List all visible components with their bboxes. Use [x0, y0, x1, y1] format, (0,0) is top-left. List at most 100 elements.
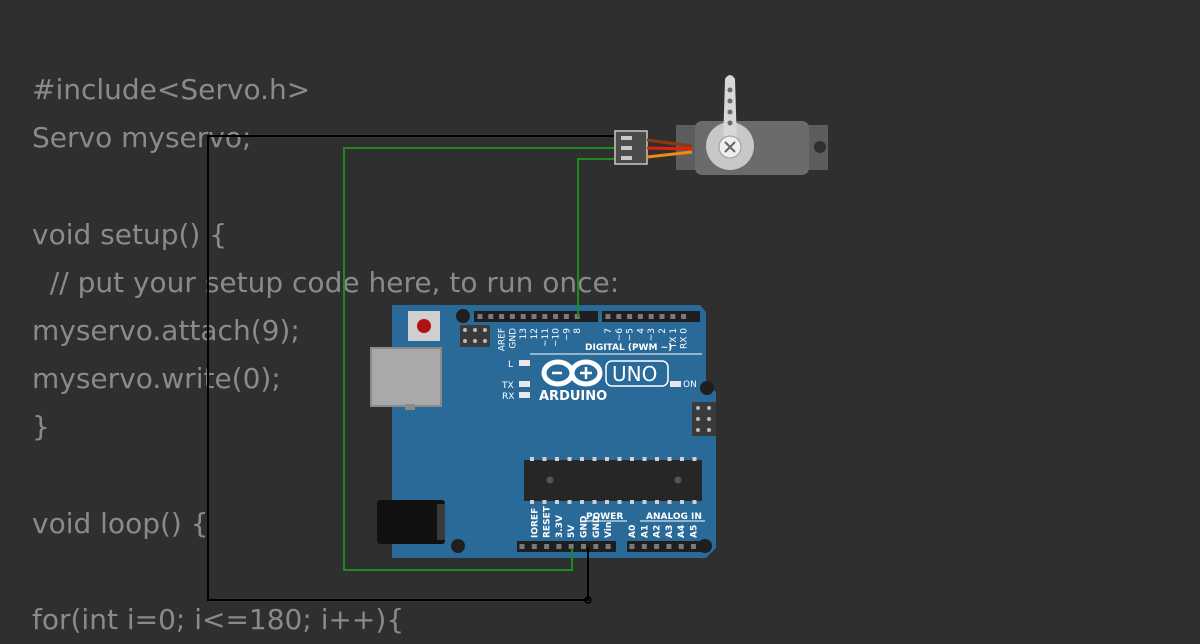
code-line[interactable]: myservo.write(0);	[32, 362, 281, 396]
led-l-label: L	[508, 360, 513, 370]
code-line[interactable]: #include<Servo.h>	[32, 73, 311, 106]
led-tx	[519, 381, 530, 387]
servo-motor[interactable]	[614, 75, 828, 175]
led-rx	[519, 392, 530, 398]
code-line[interactable]: Servo myservo;	[32, 121, 252, 155]
led-rx-label: RX	[502, 392, 514, 402]
header-pin[interactable]	[531, 314, 537, 319]
header-pin[interactable]	[556, 544, 562, 549]
digital-label: DIGITAL (PWM ~)	[585, 343, 672, 353]
digital-pin-label: ~3	[647, 328, 657, 341]
header-pin[interactable]	[648, 314, 654, 319]
analog-pin-label: A0	[628, 525, 638, 538]
digital-pin-label: RX 0	[680, 328, 690, 349]
led-l	[519, 360, 530, 366]
header-pin[interactable]	[681, 314, 687, 319]
header-pin[interactable]	[629, 544, 635, 549]
servo-shaft-screw-icon	[724, 141, 736, 153]
header-pin[interactable]	[531, 544, 537, 549]
icsp-header	[460, 325, 490, 347]
digital-pin-label: 2	[658, 328, 668, 334]
power-jack	[377, 500, 445, 544]
servo-lead-orange	[646, 150, 693, 159]
header-pin[interactable]	[477, 314, 483, 319]
header-pin[interactable]	[641, 544, 647, 549]
code-line[interactable]: // put your setup code here, to run once…	[32, 265, 620, 299]
header-pin[interactable]	[509, 314, 515, 319]
code-line[interactable]: }	[32, 410, 50, 444]
power-wire[interactable]	[343, 147, 616, 571]
analog-pin-label: A5	[690, 525, 700, 538]
header-pin[interactable]	[544, 544, 550, 549]
header-pin[interactable]	[553, 314, 559, 319]
digital-pin-label: 4	[636, 328, 646, 334]
header-pin[interactable]	[605, 544, 611, 549]
code-line[interactable]: void loop() {	[32, 506, 209, 540]
header-pin[interactable]	[488, 314, 494, 319]
header-pin[interactable]	[519, 544, 525, 549]
digital-header[interactable]	[474, 311, 700, 322]
servo-lead-red	[646, 146, 693, 151]
usb-connector	[370, 347, 442, 407]
ground-wire[interactable]	[207, 135, 616, 601]
digital-pin-label: AREF	[498, 328, 508, 351]
arduino-logo	[541, 359, 603, 387]
code-line[interactable]: myservo.attach(9);	[32, 313, 300, 347]
analog-pin-label: A4	[677, 525, 687, 538]
header-pin[interactable]	[637, 314, 643, 319]
code-line[interactable]: void setup() {	[32, 217, 228, 251]
header-pin[interactable]	[499, 314, 505, 319]
header-pin[interactable]	[670, 314, 676, 319]
servo-connector-pin	[621, 146, 632, 150]
reset-button-cap[interactable]	[417, 319, 431, 333]
digital-pin-label: ~11	[541, 328, 551, 347]
led-on	[670, 381, 681, 387]
digital-pin-label: 13	[519, 328, 529, 339]
analog-pin-label: A3	[665, 525, 675, 538]
mounting-hole	[456, 309, 470, 323]
digital-pin-label: 7	[604, 328, 614, 334]
digital-pin-label: ~10	[552, 328, 562, 347]
bottom-header[interactable]	[517, 541, 701, 552]
header-pin[interactable]	[666, 544, 672, 549]
on-label: ON	[683, 380, 697, 390]
header-pin[interactable]	[605, 314, 611, 319]
header-pin[interactable]	[542, 314, 548, 319]
header-pin[interactable]	[659, 314, 665, 319]
brand-name: ARDUINO	[539, 389, 607, 404]
icsp-header-right	[692, 402, 716, 436]
header-pin[interactable]	[616, 314, 622, 319]
header-pin[interactable]	[568, 544, 574, 549]
header-pin[interactable]	[593, 544, 599, 549]
power-pin-label: GND	[592, 516, 602, 538]
header-pin[interactable]	[691, 544, 696, 549]
header-pin[interactable]	[520, 314, 526, 319]
ground-wire-joint	[584, 596, 592, 604]
power-header-block	[517, 541, 616, 552]
header-pin[interactable]	[581, 544, 586, 549]
servo-horn-hole	[727, 120, 733, 126]
power-pin-label: Vin	[604, 522, 614, 538]
servo-mount-hole	[814, 141, 826, 153]
header-pin[interactable]	[627, 314, 633, 319]
model-name: UNO	[612, 362, 657, 386]
digital-pin-label: ~5	[626, 328, 636, 341]
microcontroller-chip	[524, 457, 702, 504]
header-pin[interactable]	[654, 544, 660, 549]
signal-wire[interactable]	[577, 158, 616, 317]
digital-pin-label: ~6	[615, 328, 625, 342]
wires[interactable]	[207, 135, 616, 604]
header-pin[interactable]	[563, 314, 569, 319]
header-pin[interactable]	[678, 544, 684, 549]
code-editor[interactable]: #include<Servo.h> Servo myservo; void setu…	[32, 66, 619, 644]
analog-pin-label: A1	[640, 525, 650, 538]
digital-pin-label: GND	[508, 328, 518, 349]
model-badge	[605, 360, 669, 387]
digital-pin-label: TX 1	[669, 328, 679, 349]
power-pin-label: IOREF	[530, 508, 540, 538]
digital-pin-label: ~9	[562, 328, 572, 342]
